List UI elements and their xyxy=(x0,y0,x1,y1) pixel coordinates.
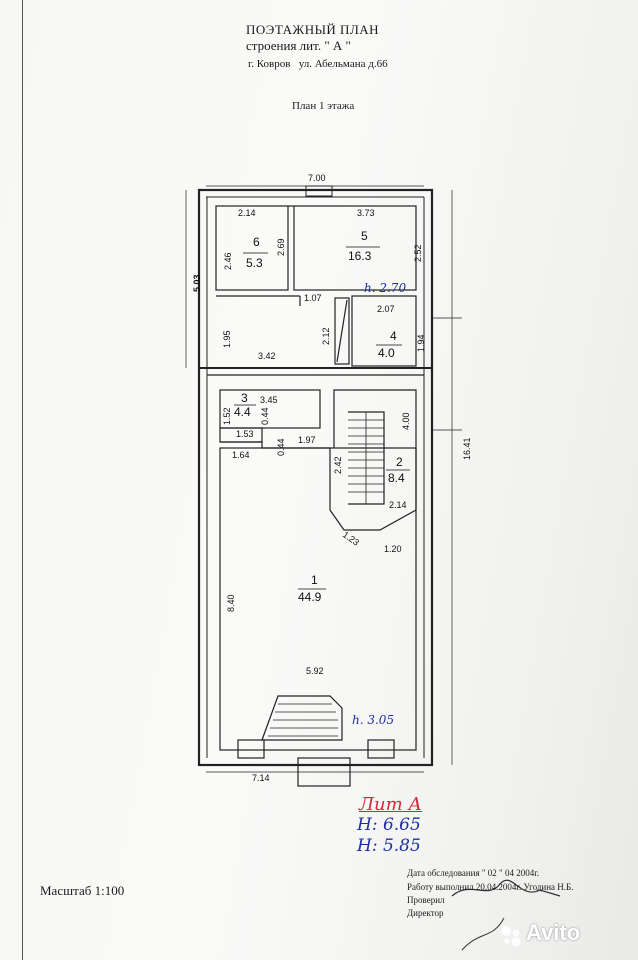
dim-r3-width: 3.45 xyxy=(260,395,278,405)
dim-passage: 1.07 xyxy=(304,293,322,303)
room-3-walls xyxy=(219,389,321,429)
upper-stair xyxy=(334,297,350,365)
dim-corridor-width: 3.42 xyxy=(258,351,276,361)
room-3-area: 4.4 xyxy=(234,405,251,419)
survey-date: Дата обследования " 02 " 04 2004г. xyxy=(407,868,540,878)
room-5-walls xyxy=(293,205,417,291)
done-by: Работу выполнил 20.04.2004г. Угодина Н.Б… xyxy=(407,882,574,892)
dim-small-b: 0.44 xyxy=(276,438,286,456)
dim-total-height: 16.41 xyxy=(462,437,472,460)
stamp-height-2: Н: 5.85 xyxy=(357,836,421,856)
room-4-area: 4.0 xyxy=(378,346,395,360)
dim-corridor-height: 1.95 xyxy=(222,330,232,348)
outer-wall xyxy=(197,188,434,767)
room-1-floor xyxy=(219,447,417,751)
dim-small-w: 1.64 xyxy=(232,450,250,460)
dim-stair-c: 1.23 xyxy=(341,529,361,547)
height-upper: h. 2.70 xyxy=(364,281,406,295)
plan-title: ПОЭТАЖНЫЙ ПЛАН xyxy=(246,22,380,37)
room-3-number: 3 xyxy=(241,391,248,405)
dim-small-a: 0.44 xyxy=(260,407,270,425)
dim-top-width: 7.00 xyxy=(308,173,326,183)
dim-small-c: 1.97 xyxy=(298,435,316,445)
address: г. Ковров ул. Абельмана д.66 xyxy=(248,58,388,70)
checked-by: Проверил xyxy=(407,895,445,905)
dim-stair-h: 4.00 xyxy=(401,412,411,430)
dim-r4-width: 2.07 xyxy=(377,304,395,314)
dim-r1-height: 8.40 xyxy=(226,594,236,612)
dim-r3-height: 1.52 xyxy=(222,407,232,425)
dim-r1-width: 5.92 xyxy=(306,666,324,676)
upper-stair-diag xyxy=(336,299,348,363)
room-2-area: 8.4 xyxy=(388,471,405,485)
room-1-walls xyxy=(220,389,417,531)
room-5-area: 16.3 xyxy=(348,249,372,263)
avito-logo-icon xyxy=(501,926,521,947)
window-bottom-right xyxy=(367,739,395,759)
dim-r6-width: 2.14 xyxy=(238,208,256,218)
dim-r6-height: 2.46 xyxy=(223,252,233,270)
room-6-walls xyxy=(215,205,289,291)
stamp-lit: Лит А xyxy=(359,794,423,815)
dim-r6-height2: 2.69 xyxy=(276,238,286,256)
signature-mark xyxy=(451,879,561,897)
watermark: Avito xyxy=(526,920,581,945)
scale-label: Масштаб 1:100 xyxy=(40,883,125,898)
dim-r4-height: 1.94 xyxy=(416,334,426,352)
dim-corridor-height2: 2.12 xyxy=(321,327,331,345)
room-5-number: 5 xyxy=(361,229,368,243)
page-frame-line xyxy=(22,0,23,960)
address-city: г. Ковров xyxy=(248,58,291,70)
room-6-number: 6 xyxy=(253,235,260,249)
room-4-number: 4 xyxy=(390,329,397,343)
height-lower: h. 3.05 xyxy=(352,713,394,727)
stamp-height-1: Н: 6.65 xyxy=(357,815,421,835)
dim-stair-d: 1.20 xyxy=(384,544,402,554)
address-street: ул. Абельмана д.66 xyxy=(298,58,388,70)
entrance-porch xyxy=(261,695,343,741)
dim-left-height: 5.03 xyxy=(192,274,202,292)
plan-subtitle: строения лит. " А " xyxy=(246,38,351,53)
director: Директор xyxy=(407,908,444,918)
window-bottom-left xyxy=(237,739,265,759)
signature-mark-2 xyxy=(461,917,505,951)
dim-bottom-width: 7.14 xyxy=(252,773,270,783)
dim-stair-w: 2.42 xyxy=(333,456,343,474)
dim-r5-width: 3.73 xyxy=(357,208,375,218)
dim-stair-b: 2.14 xyxy=(389,500,407,510)
room-1-area: 44.9 xyxy=(298,590,322,604)
room-6-area: 5.3 xyxy=(246,256,263,270)
floor-label: План 1 этажа xyxy=(292,100,355,112)
room-2-number: 2 xyxy=(396,455,403,469)
room-1-number: 1 xyxy=(311,573,318,587)
room-4-walls xyxy=(351,295,417,367)
dim-r5-height: 2.52 xyxy=(413,244,423,262)
dim-r3-depth: 1.53 xyxy=(236,429,254,439)
